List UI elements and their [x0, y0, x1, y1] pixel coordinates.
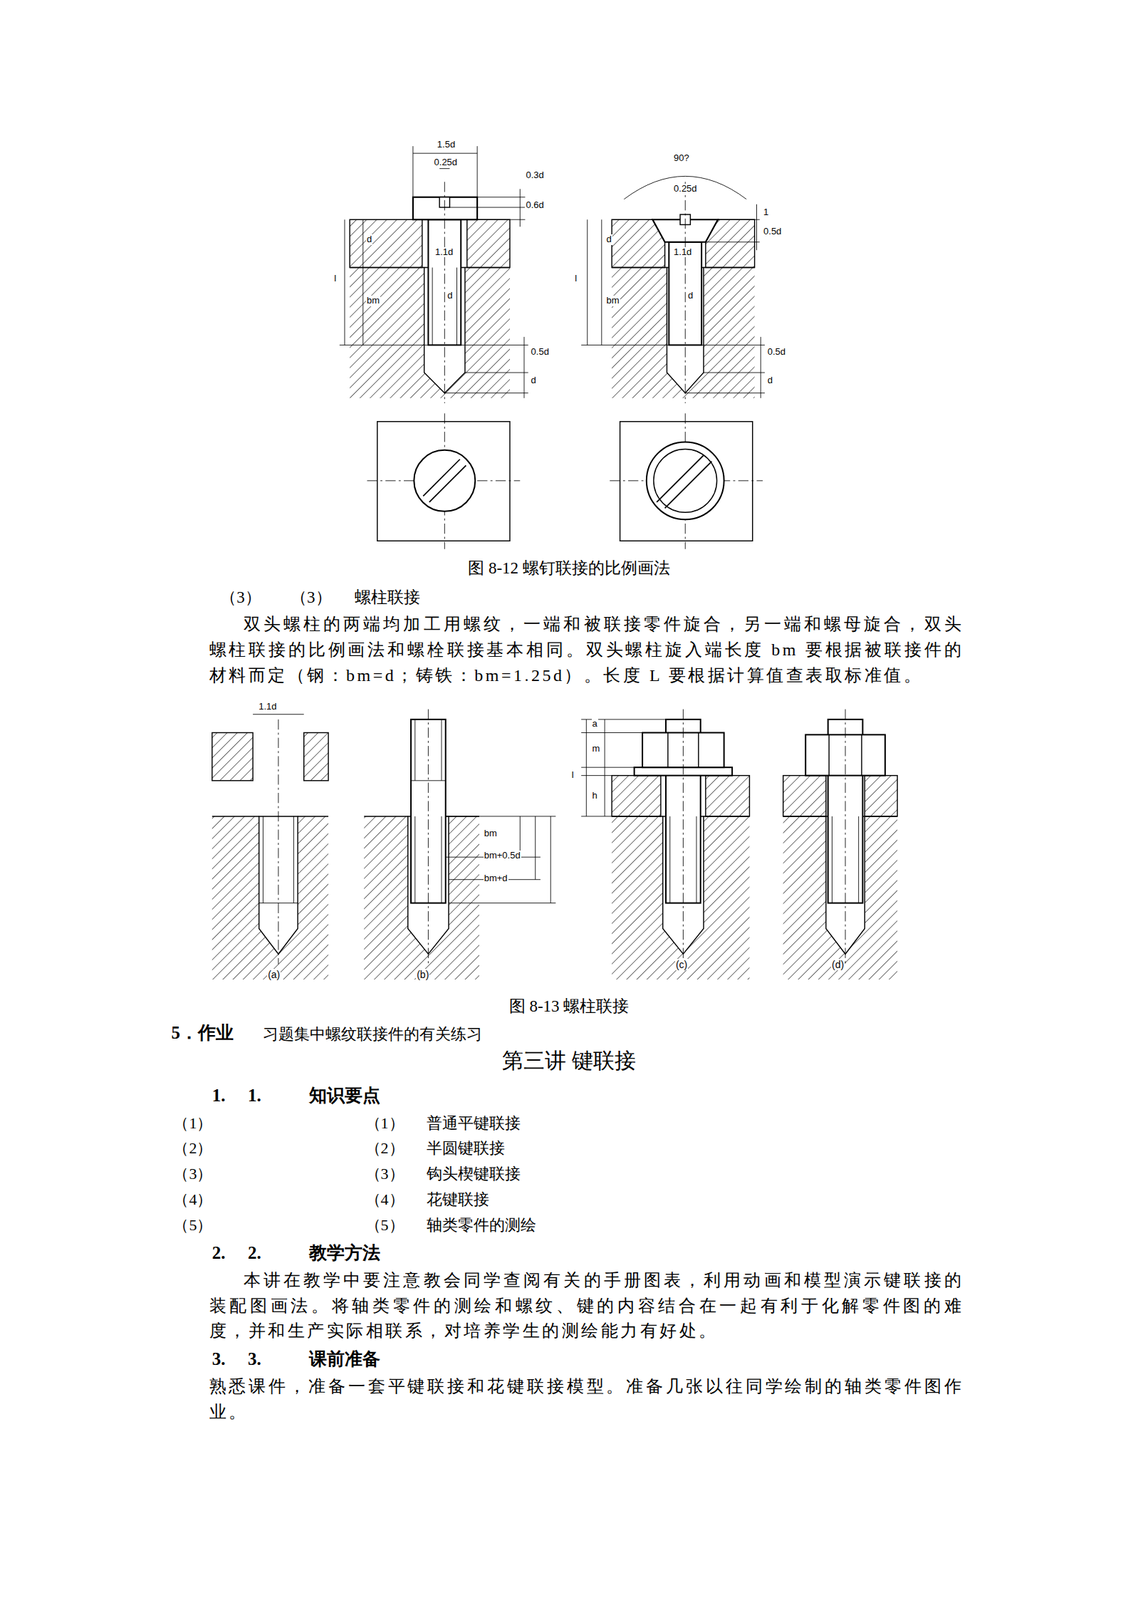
- dimension-label: 0.3d: [524, 170, 545, 181]
- section-heading: 课前准备: [309, 1348, 381, 1370]
- dimension-label: a: [591, 718, 599, 730]
- section-heading: 1.: [247, 1085, 262, 1106]
- dimension-label: bm+0.5d: [483, 850, 522, 861]
- figure-caption: 图 8-12 螺钉联接的比例画法: [467, 559, 671, 578]
- dimension-label: d: [366, 234, 373, 245]
- body-text: （3）: [290, 588, 332, 607]
- section-heading: 5．作业: [171, 1022, 235, 1044]
- lecture-title: 第三讲 键联接: [502, 1048, 636, 1074]
- body-text: 钩头楔键联接: [426, 1164, 521, 1183]
- dimension-label: d: [766, 375, 774, 386]
- body-paragraph: 熟悉课件，准备一套平键联接和花键联接模型。准备几张以往同学绘制的轴类零件图作业。: [209, 1373, 965, 1425]
- body-text: 习题集中螺纹联接件的有关练习: [262, 1024, 483, 1043]
- section-heading: 知识要点: [309, 1085, 381, 1106]
- dimension-label: 1.1d: [434, 247, 454, 258]
- section-heading: 3.: [247, 1348, 262, 1370]
- body-text: （4）: [365, 1189, 405, 1208]
- dimension-label: (c): [675, 958, 688, 970]
- dimension-label: 0.5d: [530, 346, 550, 358]
- dimension-label: bm: [606, 295, 621, 307]
- section-heading: 1.: [212, 1085, 226, 1106]
- body-paragraph: 双头螺柱的两端均加工用螺纹，一端和被联接零件旋合，另一端和螺母旋合，双头螺柱联接…: [209, 611, 965, 688]
- body-text: （4）: [173, 1189, 213, 1208]
- body-text: （3）: [173, 1164, 213, 1183]
- dimension-label: 1.1d: [672, 247, 693, 258]
- section-heading: 教学方法: [309, 1242, 381, 1264]
- dimension-label: d: [530, 375, 537, 386]
- dimension-label: bm: [483, 828, 498, 839]
- body-text: （2）: [173, 1138, 213, 1157]
- body-text: （2）: [365, 1138, 405, 1157]
- dimension-label: 1: [762, 207, 770, 218]
- dimension-label: (a): [267, 968, 281, 980]
- dimension-label: l: [573, 273, 578, 285]
- dimension-label: l: [571, 769, 575, 781]
- body-text: （3）: [365, 1164, 405, 1183]
- dimension-label: bm+d: [483, 873, 509, 884]
- figure-caption: 图 8-13 螺柱联接: [509, 996, 630, 1016]
- body-text: 螺柱联接: [354, 588, 421, 607]
- body-text: 半圆键联接: [426, 1138, 505, 1157]
- body-text: 轴类零件的测绘: [426, 1215, 537, 1234]
- dimension-label: m: [591, 743, 602, 755]
- dimension-label: 0.25d: [672, 183, 698, 195]
- dimension-label: d: [606, 234, 613, 245]
- dimension-label: 0.5d: [766, 346, 787, 358]
- body-paragraph: 本讲在教学中要注意教会同学查阅有关的手册图表，利用动画和模型演示键联接的装配图画…: [209, 1267, 965, 1344]
- dimension-label: (b): [415, 968, 430, 980]
- dimension-label: 90?: [672, 153, 691, 164]
- dimension-label: 1.1d: [257, 701, 278, 713]
- dimension-label: l: [333, 273, 337, 285]
- dimension-label: 0.5d: [762, 226, 782, 238]
- body-text: （1）: [365, 1113, 405, 1132]
- dimension-label: bm: [366, 295, 381, 307]
- dimension-label: d: [446, 290, 453, 302]
- dimension-label: 1.5d: [436, 139, 456, 151]
- body-text: （5）: [173, 1215, 213, 1234]
- dimension-label: 0.25d: [433, 157, 459, 169]
- body-text: 普通平键联接: [426, 1113, 521, 1132]
- body-text: （3）: [220, 588, 262, 607]
- section-heading: 2.: [212, 1242, 226, 1264]
- section-heading: 2.: [247, 1242, 262, 1264]
- body-text: 花键联接: [426, 1189, 490, 1208]
- section-heading: 3.: [212, 1348, 226, 1370]
- dimension-label: 0.6d: [524, 200, 545, 211]
- body-text: （5）: [365, 1215, 405, 1234]
- dimension-label: d: [687, 290, 694, 302]
- dimension-label: h: [591, 790, 599, 802]
- dimension-label: (d): [831, 958, 845, 970]
- body-text: （1）: [173, 1113, 213, 1132]
